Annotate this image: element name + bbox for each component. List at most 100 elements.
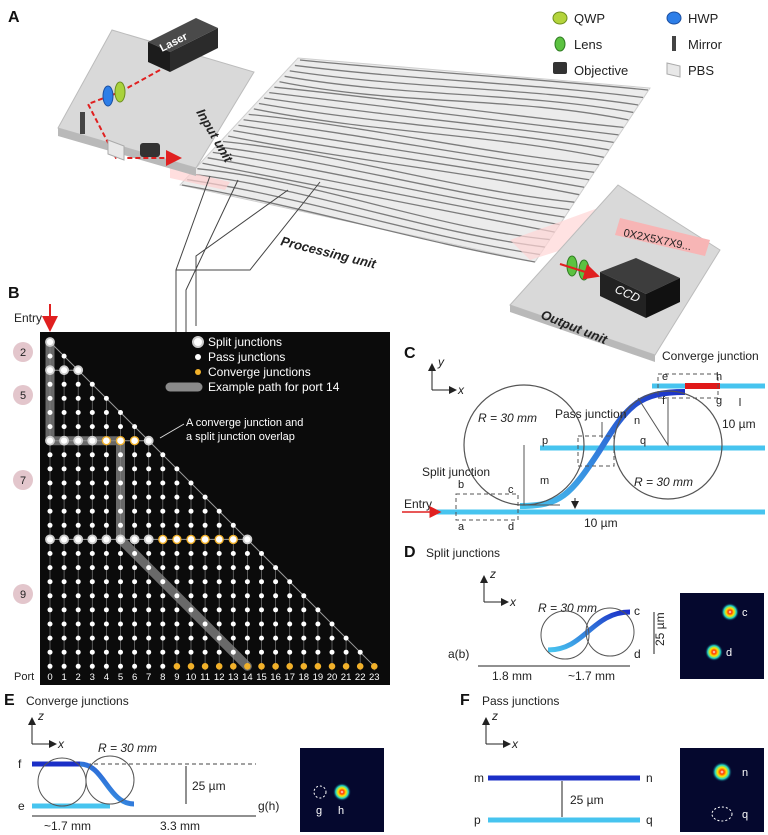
pass-junction — [103, 663, 109, 669]
pass-junction — [202, 551, 208, 556]
pass-junction — [75, 607, 81, 613]
mode-label-q: q — [742, 809, 748, 821]
legend-converge: Converge junctions — [208, 365, 311, 379]
laser-side — [148, 42, 170, 72]
ccd-front — [600, 272, 646, 318]
pass-junction — [47, 424, 53, 430]
pass-junction — [174, 551, 180, 556]
pass-junction — [132, 551, 138, 556]
legend-split: Split junctions — [208, 335, 282, 349]
pass-junction — [216, 508, 222, 514]
legend-pbs: PBS — [688, 63, 714, 78]
pass-junction — [118, 494, 123, 500]
pass-junction — [160, 551, 166, 556]
network-legend: Split junctions Pass junctions Converge … — [159, 335, 340, 443]
len1-d-label: 1.8 mm — [492, 669, 532, 683]
ccd-top — [600, 258, 680, 294]
pt-gh: g(h) — [258, 799, 279, 813]
pass-junction — [273, 607, 279, 613]
pass-junction — [287, 649, 293, 655]
pass-junction — [160, 649, 166, 655]
pass-junction — [287, 593, 293, 599]
split-junction — [45, 435, 55, 446]
split-junction — [73, 534, 84, 545]
pass-junction — [230, 621, 236, 627]
pass-junction — [160, 508, 166, 514]
row-badge-label: 5 — [20, 390, 26, 402]
axis-z-label: z — [489, 567, 496, 581]
pass-junction — [301, 635, 307, 641]
pass-junction — [118, 508, 123, 514]
pass-junction — [230, 607, 236, 613]
pass-junction — [174, 593, 180, 599]
pass-junction — [132, 466, 138, 472]
pbs-icon — [666, 62, 681, 78]
pass-junction — [188, 649, 194, 655]
pass-junction — [47, 663, 53, 669]
panel-c: C y x R = 30 mm R = 30 mm Pass junction … — [402, 345, 765, 533]
waveguide-line — [284, 75, 634, 114]
network-diagonal — [49, 341, 375, 667]
pass-junction — [47, 452, 53, 458]
split-junction — [73, 365, 84, 376]
pass-junction — [47, 593, 53, 599]
junction-network — [45, 337, 378, 671]
input-board-edge — [58, 128, 196, 176]
pass-junction — [61, 480, 67, 486]
pass-junction — [357, 649, 363, 655]
pt-m-f: m — [474, 771, 484, 785]
pass-junction — [188, 508, 194, 514]
pass-junction — [89, 395, 95, 401]
pass-junction — [132, 508, 138, 514]
pass-junction — [315, 607, 321, 613]
pass-junction — [188, 480, 194, 486]
row-badge — [13, 385, 33, 405]
pass-junction — [75, 508, 81, 514]
pass-junction — [216, 551, 222, 556]
gap-bottom-label: 10 µm — [584, 516, 618, 530]
pass-junction — [216, 621, 222, 627]
pass-junction — [174, 522, 180, 528]
pass-junction — [188, 593, 194, 599]
pass-junction — [103, 522, 109, 528]
legend-mirror: Mirror — [688, 37, 723, 52]
row-badge-label: 9 — [20, 589, 26, 601]
pass-junction — [230, 522, 236, 528]
port-label: 1 — [61, 672, 66, 683]
mode-label-c: c — [742, 607, 748, 619]
height-f-label: 25 µm — [570, 793, 604, 807]
converge-junction — [314, 663, 322, 670]
pt-p-f: p — [474, 813, 481, 827]
pass-junction-box — [577, 435, 615, 467]
pass-junction — [89, 381, 95, 387]
pass-junction — [61, 395, 67, 401]
height-d-label: 25 µm — [653, 612, 667, 646]
pass-junction — [146, 663, 152, 669]
pass-junction — [287, 607, 293, 613]
pass-junction — [287, 579, 293, 585]
waveguide-line — [233, 130, 585, 188]
split-junction — [59, 435, 69, 446]
pass-junction — [75, 395, 81, 401]
gap-top-label: 10 µm — [722, 417, 756, 431]
pass-junction — [103, 410, 109, 415]
pass-junction — [329, 621, 335, 627]
pass-junction — [188, 522, 194, 528]
pass-junction — [61, 508, 67, 514]
pass-junction — [132, 522, 138, 528]
pass-junction — [118, 452, 123, 458]
pass-junction — [47, 480, 53, 486]
pass-junction — [89, 607, 95, 613]
pass-junction — [47, 494, 53, 500]
pass-junction — [118, 649, 123, 655]
split-junction — [45, 534, 55, 545]
mode-image-f — [680, 748, 764, 832]
split-junction — [45, 337, 55, 347]
split-junction — [45, 365, 55, 376]
pass-junction — [315, 621, 321, 627]
port-label: 23 — [369, 672, 380, 683]
pass-junction — [202, 593, 208, 599]
row-badge — [13, 342, 33, 362]
pass-junction — [244, 621, 250, 627]
